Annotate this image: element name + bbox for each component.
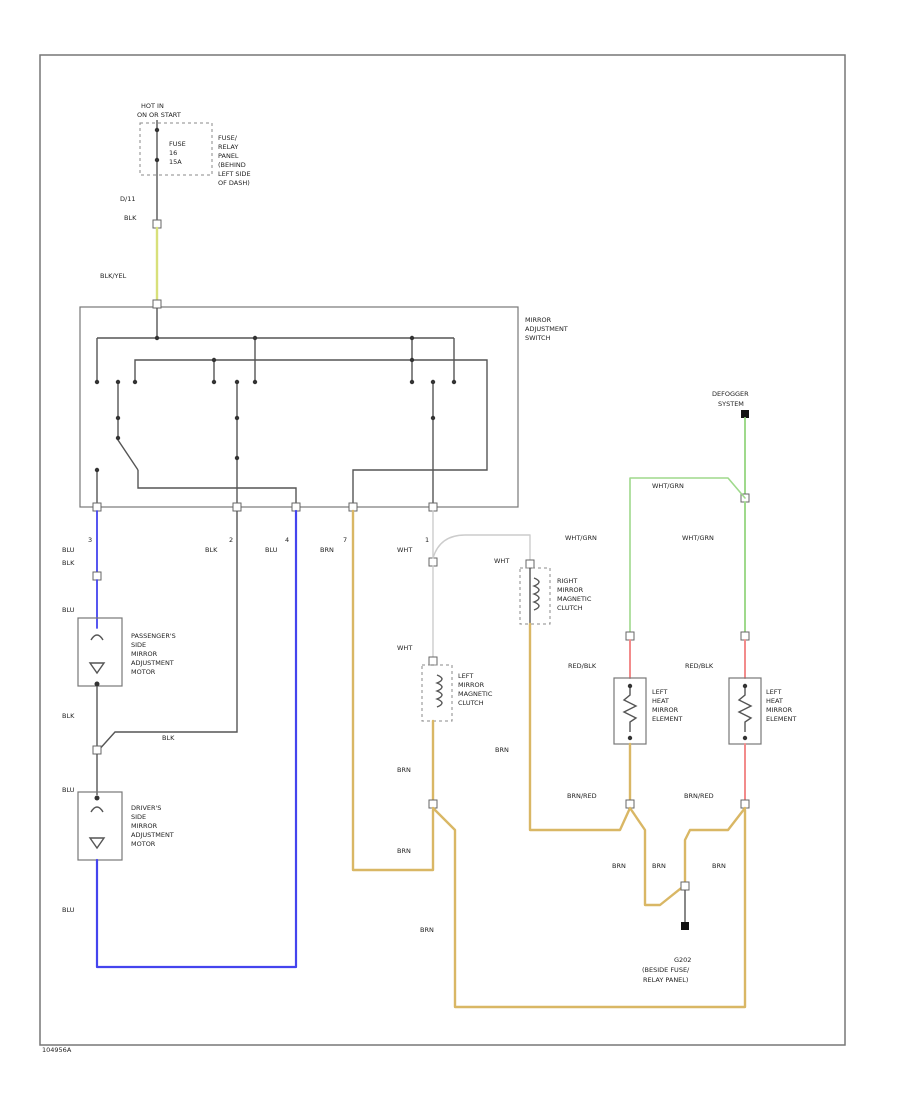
wire-label-wht-right: WHT <box>494 557 509 565</box>
defogger-label-1: DEFOGGER <box>712 390 749 398</box>
pass-motor-label-4: ADJUSTMENT <box>131 659 174 667</box>
switch-name-1: MIRROR <box>525 316 552 324</box>
switch-pin-3: 3 <box>88 536 92 544</box>
fuse-location-4: (BEHIND <box>218 161 246 169</box>
switch-name-2: ADJUSTMENT <box>525 325 568 333</box>
left-clutch-label-2: MIRROR <box>458 681 485 689</box>
fuse-location-2: RELAY <box>218 143 238 151</box>
fuse-location-1: FUSE/ <box>218 134 238 142</box>
ground-icon <box>681 922 689 930</box>
wire-label-brn-red-1: BRN/RED <box>567 792 597 800</box>
wire-label-brn-5: BRN <box>612 862 626 870</box>
fuse-id-2: 16 <box>169 149 177 157</box>
wire-label-blu-pass: BLU <box>62 606 75 614</box>
pass-motor-label-5: MOTOR <box>131 668 156 676</box>
heat1-label-3: MIRROR <box>652 706 679 714</box>
wire-label-blk-a: BLK <box>62 559 75 567</box>
drv-motor-label-5: MOTOR <box>131 840 156 848</box>
fuse-wire-blk: BLK <box>124 214 137 222</box>
switch-pin-4: 4 <box>285 536 289 544</box>
wire-label-blu-drv: BLU <box>62 786 75 794</box>
switch-name-3: SWITCH <box>525 334 551 342</box>
wire-label-blk-mid: BLK <box>162 734 175 742</box>
fuse-terminal: D/11 <box>120 195 135 203</box>
fuse-location-5: LEFT SIDE <box>218 170 251 178</box>
passenger-motor-box <box>77 617 123 687</box>
fuse-wire-blkyel: BLK/YEL <box>100 272 127 280</box>
fuse-location-6: OF DASH) <box>218 179 250 187</box>
motor-circuit: BLU BLK BLK BLU BLU PASSENGER'S SIDE MIR… <box>62 509 298 969</box>
wire-label-blk-pass: BLK <box>62 712 75 720</box>
wire-label-brn-1: BRN <box>397 766 411 774</box>
mirror-switch: MIRROR ADJUSTMENT SWITCH <box>79 299 568 544</box>
ground-label-3: RELAY PANEL) <box>643 976 688 984</box>
switch-pin-7: 7 <box>343 536 347 544</box>
heat1-label-1: LEFT <box>652 688 667 696</box>
wire-label-red-blk-2: RED/BLK <box>685 662 714 670</box>
wire-label-brn-7: BRN <box>712 862 726 870</box>
drv-motor-label-3: MIRROR <box>131 822 158 830</box>
right-clutch-label-1: RIGHT <box>557 577 577 585</box>
heat2-label-3: MIRROR <box>766 706 793 714</box>
defogger-label-2: SYSTEM <box>718 400 744 408</box>
pass-motor-label-3: MIRROR <box>131 650 158 658</box>
right-clutch-label-4: CLUTCH <box>557 604 583 612</box>
drv-motor-label-1: DRIVER'S <box>131 804 161 812</box>
pass-motor-label-2: SIDE <box>131 641 146 649</box>
fuse-location-3: PANEL <box>218 152 239 160</box>
left-clutch-label-1: LEFT <box>458 672 473 680</box>
drv-motor-label-4: ADJUSTMENT <box>131 831 174 839</box>
switch-outline <box>79 306 519 508</box>
wire-label-wht-left: WHT <box>397 644 412 652</box>
right-clutch-label-2: MIRROR <box>557 586 584 594</box>
left-clutch-label-3: MAGNETIC <box>458 690 493 698</box>
wire-label-blu-bottom: BLU <box>62 906 75 914</box>
wire-label-blk-b: BLK <box>205 546 218 554</box>
wire-label-wht-grn-1: WHT/GRN <box>652 482 684 490</box>
clutch-circuit: BRN WHT WHT RIGHT MIRROR MAGNETIC CLUTCH… <box>320 509 747 1009</box>
wire-label-brn-red-2: BRN/RED <box>684 792 714 800</box>
ground-label-2: (BESIDE FUSE/ <box>642 966 690 974</box>
fuse-block: HOT IN ON OR START FUSE 16 15A FUSE/ REL… <box>100 102 251 302</box>
wire-label-blu-b: BLU <box>265 546 278 554</box>
driver-motor-box <box>77 791 123 861</box>
hot-label-1: HOT IN <box>141 102 164 110</box>
wire-label-red-blk-1: RED/BLK <box>568 662 597 670</box>
drv-motor-label-2: SIDE <box>131 813 146 821</box>
heat2-label-1: LEFT <box>766 688 781 696</box>
ground-label-1: G202 <box>674 956 691 964</box>
left-clutch-label-4: CLUTCH <box>458 699 484 707</box>
wire-label-brn-6: BRN <box>652 862 666 870</box>
wire-label-wht-pin1: WHT <box>397 546 412 554</box>
wire-label-brn-2: BRN <box>397 847 411 855</box>
fuse-id-3: 15A <box>169 158 182 166</box>
wire-label-brn-4: BRN <box>495 746 509 754</box>
wire-label-blu-top: BLU <box>62 546 75 554</box>
heat1-label-4: ELEMENT <box>652 715 682 723</box>
fuse-panel-outline <box>139 122 213 176</box>
footer-code: 104956A <box>42 1046 72 1054</box>
wire-label-wht-grn-3: WHT/GRN <box>682 534 714 542</box>
hot-label-2: ON OR START <box>137 111 181 119</box>
wire-label-brn-3: BRN <box>420 926 434 934</box>
switch-pin-1: 1 <box>425 536 429 544</box>
heat1-label-2: HEAT <box>652 697 669 705</box>
fuse-id-1: FUSE <box>169 140 186 148</box>
switch-pin-2: 2 <box>229 536 233 544</box>
right-clutch-label-3: MAGNETIC <box>557 595 592 603</box>
diagram-frame <box>39 54 846 1046</box>
wire-label-wht-grn-2: WHT/GRN <box>565 534 597 542</box>
heat2-label-2: HEAT <box>766 697 783 705</box>
wire-label-brn-pin7: BRN <box>320 546 334 554</box>
pass-motor-label-1: PASSENGER'S <box>131 632 176 640</box>
heat-circuit: DEFOGGER SYSTEM WHT/GRN WHT/GRN WHT/GRN … <box>565 390 796 984</box>
heat2-label-4: ELEMENT <box>766 715 796 723</box>
